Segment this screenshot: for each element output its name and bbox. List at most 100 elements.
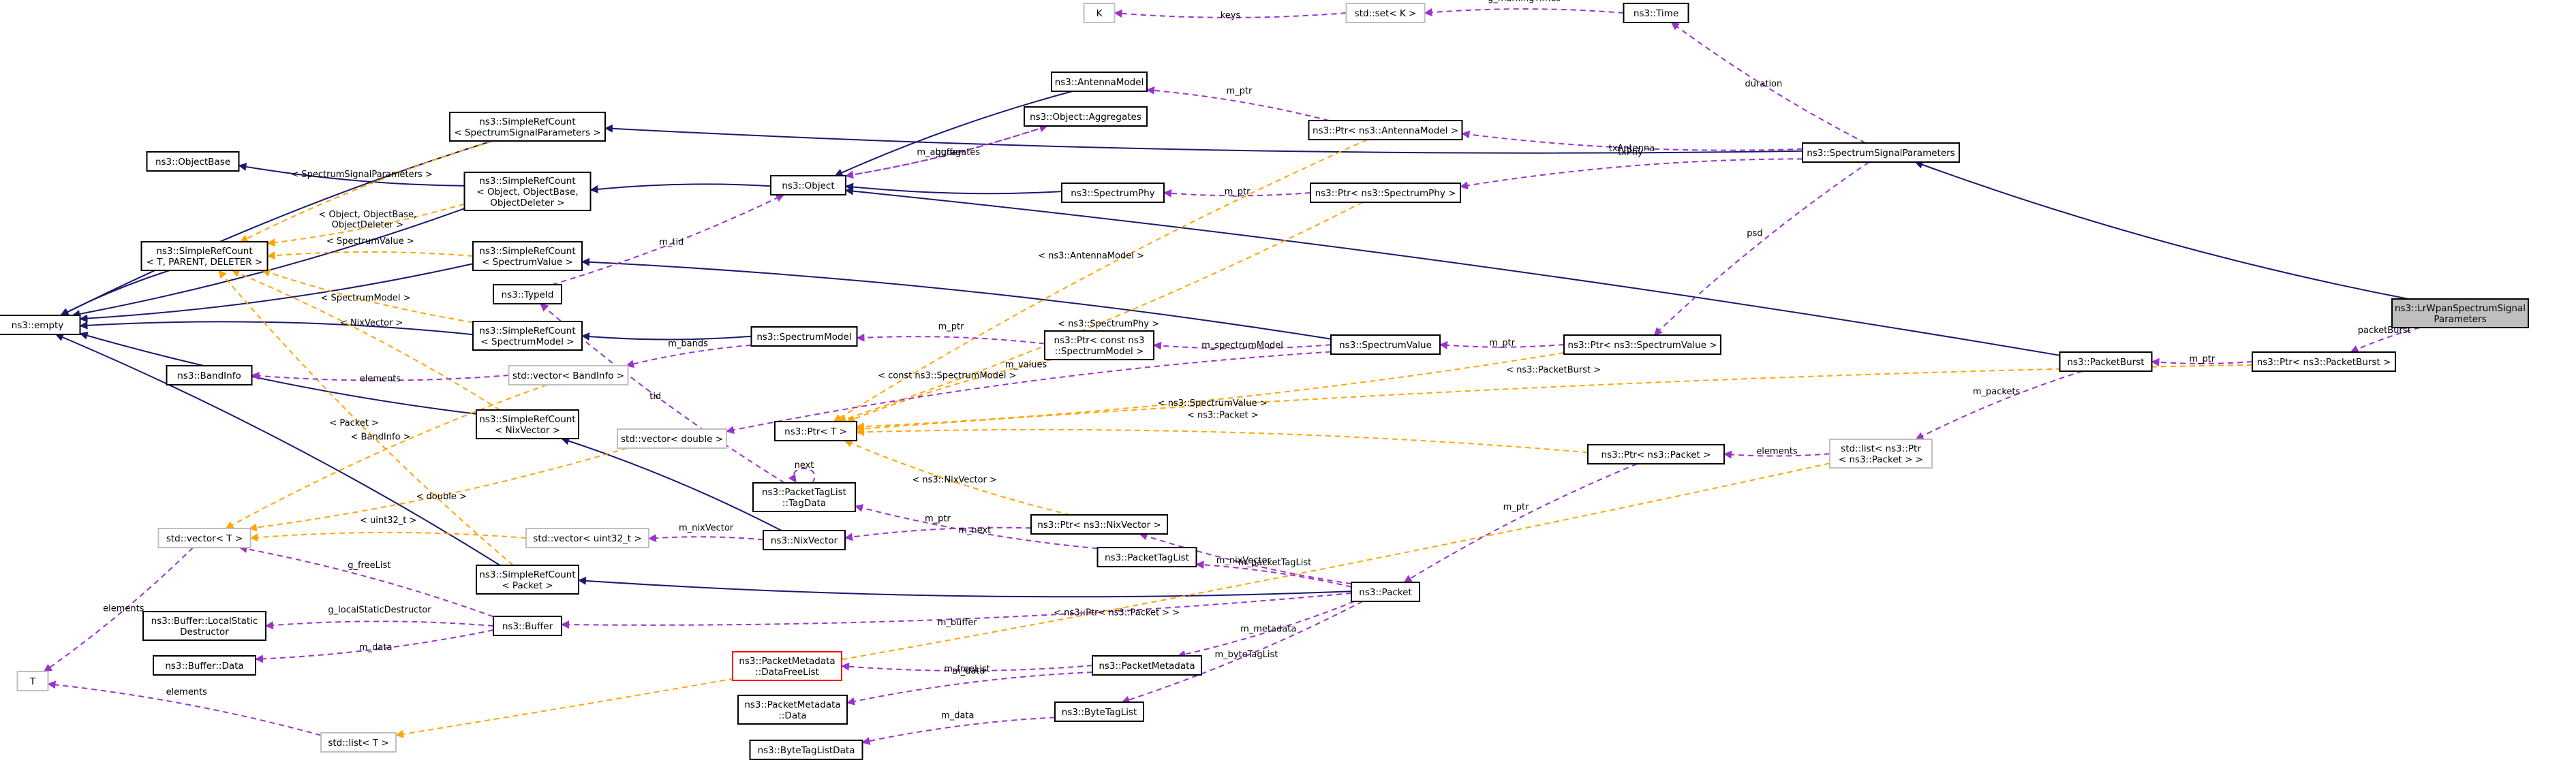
edge-label: psd xyxy=(1747,228,1762,238)
edge-label-line: m_metadata xyxy=(1240,624,1296,634)
edge-label-line: elements xyxy=(103,604,144,614)
node-src-tpd[interactable]: ns3::SimpleRefCount< T, PARENT, DELETER … xyxy=(140,241,269,271)
node-sphy[interactable]: ns3::SpectrumPhy xyxy=(1061,183,1165,203)
edge-usage-ptr-pkt-to-packet xyxy=(1403,463,1638,583)
node-src-sm[interactable]: ns3::SimpleRefCount< SpectrumModel > xyxy=(472,321,583,351)
node-aggregates[interactable]: ns3::Object::Aggregates xyxy=(1024,106,1148,127)
node-label: ns3::ByteTagListData xyxy=(758,745,855,756)
edge-template-ptr-nix-to-ptr-t xyxy=(844,439,1071,516)
node-src-sv[interactable]: ns3::SimpleRefCount< SpectrumValue > xyxy=(472,241,583,271)
edge-inheritance-nix-to-src-nix xyxy=(561,437,782,531)
node-label: ns3::SimpleRefCount xyxy=(156,246,252,257)
node-pmd-fl[interactable]: ns3::PacketMetadata::DataFreeList xyxy=(732,651,842,681)
node-t[interactable]: T xyxy=(16,671,49,691)
edge-label: m_bands xyxy=(668,339,708,349)
edge-line xyxy=(265,620,494,630)
edge-label-line: < SpectrumModel > xyxy=(320,293,410,303)
node-box xyxy=(750,326,858,347)
node-src-ssp[interactable]: ns3::SimpleRefCount< SpectrumSignalParam… xyxy=(449,112,606,142)
node-ssp[interactable]: ns3::SpectrumSignalParameters xyxy=(1802,142,1960,163)
node-src-nix[interactable]: ns3::SimpleRefCount< NixVector > xyxy=(476,409,579,439)
node-box xyxy=(737,695,848,725)
node-objectbase[interactable]: ns3::ObjectBase xyxy=(146,151,240,172)
edge-label-line: m_packetTagList xyxy=(1238,558,1311,568)
edge-label: < SpectrumSignalParameters > xyxy=(291,170,432,180)
node-ptr-antenna[interactable]: ns3::Ptr< ns3::AntennaModel > xyxy=(1308,120,1463,140)
node-empty[interactable]: ns3::empty xyxy=(0,315,81,335)
node-pmd-data[interactable]: ns3::PacketMetadata::Data xyxy=(737,695,848,725)
node-btl[interactable]: ns3::ByteTagList xyxy=(1054,701,1144,722)
node-antenna[interactable]: ns3::AntennaModel xyxy=(1051,72,1148,92)
node-smodel[interactable]: ns3::SpectrumModel xyxy=(750,326,858,347)
edge-line xyxy=(1914,161,2409,300)
node-ptr-nix[interactable]: ns3::Ptr< ns3::NixVector > xyxy=(1030,514,1168,535)
node-nix[interactable]: ns3::NixVector xyxy=(763,530,846,550)
node-box xyxy=(770,175,846,195)
node-src-obj[interactable]: ns3::SimpleRefCount< Object, ObjectBase,… xyxy=(463,172,592,211)
node-ptr-t[interactable]: ns3::Ptr< T > xyxy=(774,421,857,441)
edge-usage-ssp-to-ptr-sphy xyxy=(1460,158,1803,190)
node-ptr-sv[interactable]: ns3::Ptr< ns3::SpectrumValue > xyxy=(1563,334,1721,355)
node-set-k[interactable]: std::set< K > xyxy=(1345,3,1426,23)
node-bandinfo[interactable]: ns3::BandInfo xyxy=(166,365,253,385)
edge-label-line: < ns3::Ptr< ns3::Packet > > xyxy=(1054,608,1180,618)
node-ptr-sphy[interactable]: ns3::Ptr< ns3::SpectrumPhy > xyxy=(1310,183,1461,203)
node-vec-double[interactable]: std::vector< double > xyxy=(617,428,727,449)
node-ptr-pburst[interactable]: ns3::Ptr< ns3::PacketBurst > xyxy=(2252,351,2396,372)
edge-label-line: m_data xyxy=(941,711,974,721)
edge-template-src-sv-to-src-tpd xyxy=(266,251,474,260)
node-ptr-csm[interactable]: ns3::Ptr< const ns3::SpectrumModel > xyxy=(1044,330,1154,360)
edge-inheritance-antenna-to-object xyxy=(834,91,1073,176)
node-label: std::set< K > xyxy=(1355,8,1417,19)
node-box xyxy=(1345,3,1426,23)
node-ptl[interactable]: ns3::PacketTagList xyxy=(1097,547,1197,567)
edge-usage-ssp-to-time xyxy=(1670,22,1866,144)
edge-usage-packet-to-ptr-nix xyxy=(1139,532,1352,585)
edge-label: elements xyxy=(1756,447,1798,457)
node-label: ns3::Ptr< ns3::SpectrumPhy > xyxy=(1315,188,1456,199)
edge-label: < ns3::SpectrumPhy > xyxy=(1058,319,1159,330)
node-list-t[interactable]: std::list< T > xyxy=(320,732,397,753)
node-src-pkt[interactable]: ns3::SimpleRefCount< Packet > xyxy=(476,565,579,595)
edge-usage-ptr-antenna-to-antenna xyxy=(1146,86,1330,121)
edge-label: m_values xyxy=(1005,360,1047,370)
edge-label: txAntenna xyxy=(1609,143,1655,153)
node-buf-data[interactable]: ns3::Buffer::Data xyxy=(153,655,256,676)
node-box xyxy=(320,732,397,753)
node-time[interactable]: ns3::Time xyxy=(1623,3,1689,23)
node-vec-uint32[interactable]: std::vector< uint32_t > xyxy=(525,528,649,548)
node-box xyxy=(774,421,857,441)
edge-line xyxy=(60,140,493,316)
node-list-ptr-pkt[interactable]: std::list< ns3::Ptr< ns3::Packet > > xyxy=(1829,439,1933,469)
node-box xyxy=(16,671,49,691)
edge-line xyxy=(838,202,1364,424)
edge-label-line: m_buffer xyxy=(938,618,978,628)
node-box xyxy=(1044,330,1154,360)
node-pburst[interactable]: ns3::PacketBurst xyxy=(2059,351,2153,372)
node-k[interactable]: K xyxy=(1083,3,1116,23)
edge-line xyxy=(262,268,474,324)
node-typeid[interactable]: ns3::TypeId xyxy=(493,284,562,304)
edge-label: m_tid xyxy=(659,238,684,248)
edge-template-vec-uint32-to-vec-t xyxy=(249,531,527,542)
node-object[interactable]: ns3::Object xyxy=(770,175,846,195)
node-btl-data[interactable]: ns3::ByteTagListData xyxy=(749,740,863,760)
node-buffer[interactable]: ns3::Buffer xyxy=(493,616,562,636)
edge-label-line: < Packet > xyxy=(329,418,379,428)
node-ptr-pkt[interactable]: ns3::Ptr< ns3::Packet > xyxy=(1587,444,1725,464)
node-vec-bandinfo[interactable]: std::vector< BandInfo > xyxy=(508,365,629,385)
edge-label: m_ptr xyxy=(1226,86,1253,97)
node-ptl-td[interactable]: ns3::PacketTagList::TagData xyxy=(752,482,856,512)
edge-label-line: m_aggregates xyxy=(917,147,980,157)
node-box xyxy=(1024,106,1148,127)
node-svalue[interactable]: ns3::SpectrumValue xyxy=(1330,334,1441,355)
node-pmd[interactable]: ns3::PacketMetadata xyxy=(1092,655,1202,676)
node-box xyxy=(153,655,256,676)
node-vec-t[interactable]: std::vector< T > xyxy=(157,528,251,548)
node-label: Destructor xyxy=(180,627,229,637)
edge-inheritance-src-ssp-to-empty xyxy=(60,140,493,316)
node-packet[interactable]: ns3::Packet xyxy=(1351,582,1420,602)
edge-usage-pburst-to-list-ptr-pkt xyxy=(1915,370,2083,440)
